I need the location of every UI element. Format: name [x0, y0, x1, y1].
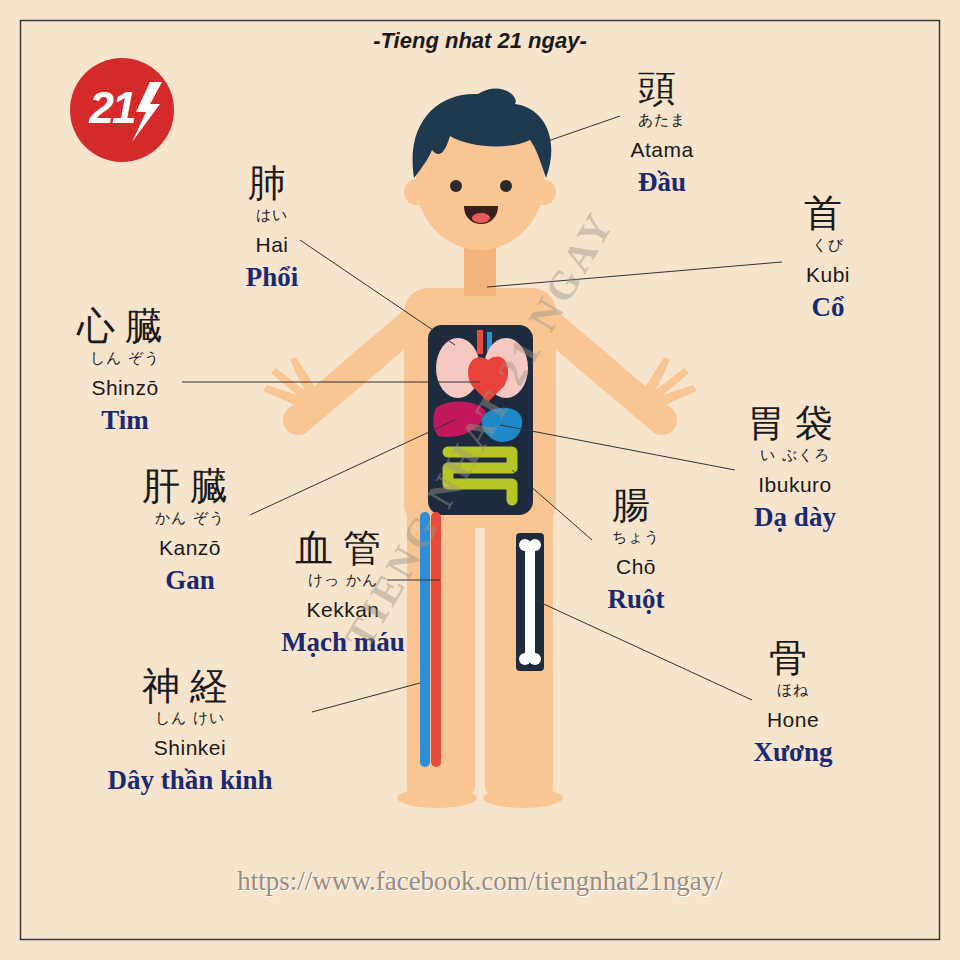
kanji-label: 腸	[612, 485, 660, 527]
kanji-label: 骨	[769, 638, 817, 680]
kanji-label: 心臓	[77, 306, 173, 348]
kanji-label: 胃袋	[747, 403, 843, 445]
kana-label: ちょう	[612, 529, 660, 546]
logo-bolt	[132, 82, 162, 142]
romaji-label: Chō	[616, 555, 656, 578]
romaji-label: Kanzō	[159, 536, 221, 559]
leader-lines	[182, 116, 782, 712]
kana-label: ほね	[777, 682, 809, 699]
vietnamese-label: Phổi	[246, 263, 299, 293]
logo-number: 21	[90, 84, 135, 132]
romaji-label: Hai	[255, 233, 288, 256]
vietnamese-label: Dạ dày	[754, 503, 836, 533]
frame	[21, 21, 940, 940]
vietnamese-label: Dây thần kinh	[107, 766, 272, 796]
romaji-label: Ibukuro	[758, 473, 832, 496]
caption-url: https://www.facebook.com/tiengnhat21ngay…	[237, 866, 723, 897]
kana-label: かん ぞう	[155, 510, 225, 527]
vietnamese-label: Đầu	[638, 168, 686, 198]
vietnamese-label: Gan	[165, 566, 215, 596]
kana-label: しん ぞう	[90, 350, 160, 367]
logo-circle	[70, 58, 174, 162]
kanji-label: 首	[804, 193, 852, 235]
kana-label: くび	[812, 237, 844, 254]
romaji-label: Hone	[767, 708, 819, 731]
vietnamese-label: Tim	[101, 406, 149, 436]
kanji-label: 肺	[248, 163, 296, 205]
kanji-label: 神経	[142, 666, 238, 708]
kana-label: しん けい	[155, 710, 225, 727]
vietnamese-label: Ruột	[607, 585, 664, 615]
kanji-label: 肝臓	[142, 466, 238, 508]
kana-label: あたま	[638, 112, 686, 129]
kana-label: はい	[256, 207, 288, 224]
vietnamese-label: Cổ	[812, 293, 845, 323]
title: -Tieng nhat 21 ngay-	[373, 28, 587, 54]
romaji-label: Kubi	[806, 263, 850, 286]
vietnamese-label: Xương	[753, 738, 832, 768]
romaji-label: Shinzō	[91, 376, 158, 399]
romaji-label: Shinkei	[154, 736, 226, 759]
kana-label: い ぶくろ	[760, 447, 830, 464]
kanji-label: 頭	[638, 68, 686, 110]
romaji-label: Atama	[630, 138, 693, 161]
body-figure	[263, 88, 697, 808]
